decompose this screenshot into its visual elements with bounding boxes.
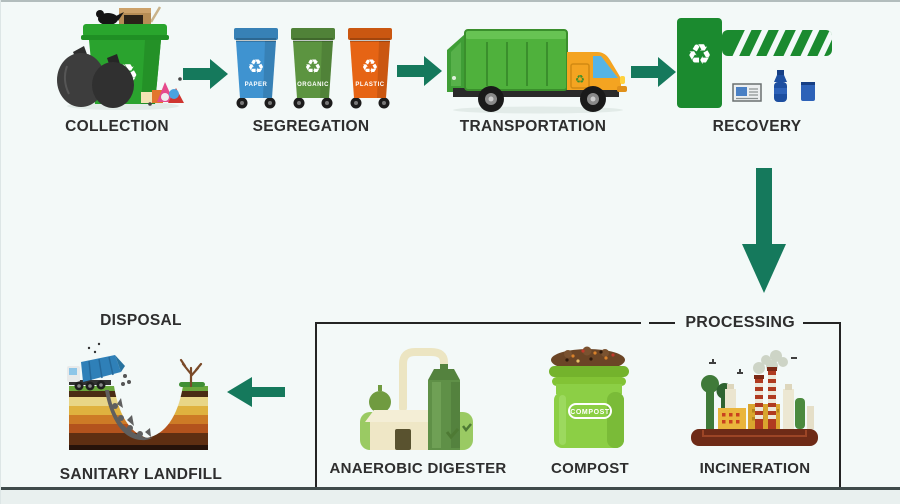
arrow-right-icon [183, 59, 228, 89]
dash-icon [649, 322, 676, 324]
litter-pile-icon [141, 77, 184, 106]
paper-bin-label: PAPER [245, 82, 268, 88]
trash-slope-icon [105, 390, 153, 441]
compost-bin-label: COMPOST [570, 409, 610, 416]
bottom-frame-line [1, 487, 900, 490]
arrow-right-icon [631, 57, 676, 87]
landfill-pit [114, 386, 183, 438]
disposal-label: DISPOSAL [100, 312, 182, 329]
recycling-station-icon: ♻ [677, 18, 722, 108]
recovery-label: RECOVERY [712, 118, 802, 135]
dump-truck-icon [67, 342, 131, 391]
truck-wheel-icon [580, 86, 606, 112]
sanitary-landfill-icon [67, 342, 208, 450]
arrow-down-icon [742, 168, 786, 293]
bottle-icon [774, 70, 787, 102]
truck-wheel-icon [478, 86, 504, 112]
recovery-illustration: ♻ [677, 18, 832, 108]
processing-label: PROCESSING [685, 314, 795, 331]
bottom-frame-strip [1, 490, 900, 504]
compost-label: COMPOST [551, 460, 629, 477]
striped-chimney-icon [754, 375, 764, 429]
collection-illustration: ♻ [57, 6, 184, 110]
top-frame-line [1, 0, 900, 2]
plastic-bin-icon: ♻ PLASTIC [348, 28, 392, 109]
bare-tree-icon [179, 358, 205, 388]
anaerobic-digester-label: ANAEROBIC DIGESTER [329, 460, 507, 477]
truck-cab: ♻ [567, 52, 627, 92]
processing-label-wrap: PROCESSING [641, 313, 803, 333]
anaerobic-digester-icon [360, 348, 473, 450]
plastic-bin-label: PLASTIC [355, 82, 384, 88]
newspaper-icon [732, 83, 762, 102]
segregation-illustration: ♻ PAPER ♻ ORGANIC ♻ PLASTIC [234, 28, 392, 109]
arrow-left-icon [227, 377, 285, 407]
striped-chimney-icon [767, 367, 777, 429]
crow-icon [96, 10, 124, 25]
can-icon [801, 82, 815, 101]
trash-bag-icon [57, 46, 105, 107]
paper-bin-icon: ♻ PAPER [234, 28, 278, 109]
garbage-truck-icon: ♻ [447, 29, 627, 114]
sanitary-landfill-label: SANITARY LANDFILL [59, 466, 223, 483]
organic-bin-icon: ♻ ORGANIC [291, 28, 335, 109]
recycle-icon: ♻ [304, 56, 321, 78]
incineration-label: INCINERATION [699, 460, 811, 477]
collection-label: COLLECTION [65, 118, 169, 135]
arrow-right-icon [397, 56, 442, 86]
bird-icon [709, 357, 797, 374]
conveyor-belt-icon [722, 30, 832, 56]
compost-bin-icon: COMPOST [549, 346, 629, 448]
trash-bag-icon [92, 54, 134, 108]
stick-icon [149, 6, 162, 23]
transportation-label: TRANSPORTATION [459, 118, 607, 135]
recycle-icon: ♻ [361, 56, 378, 78]
recycle-icon: ♻ [575, 73, 585, 86]
processing-box: PROCESSING ANAEROBIC DIGESTER [315, 313, 841, 496]
recycle-icon: ♻ [687, 38, 712, 71]
segregation-label: SEGREGATION [252, 118, 370, 135]
recycle-icon: ♻ [247, 56, 264, 78]
incineration-plant-icon [691, 350, 818, 446]
cardboard-box-icon [119, 8, 151, 26]
organic-bin-label: ORGANIC [297, 82, 329, 88]
